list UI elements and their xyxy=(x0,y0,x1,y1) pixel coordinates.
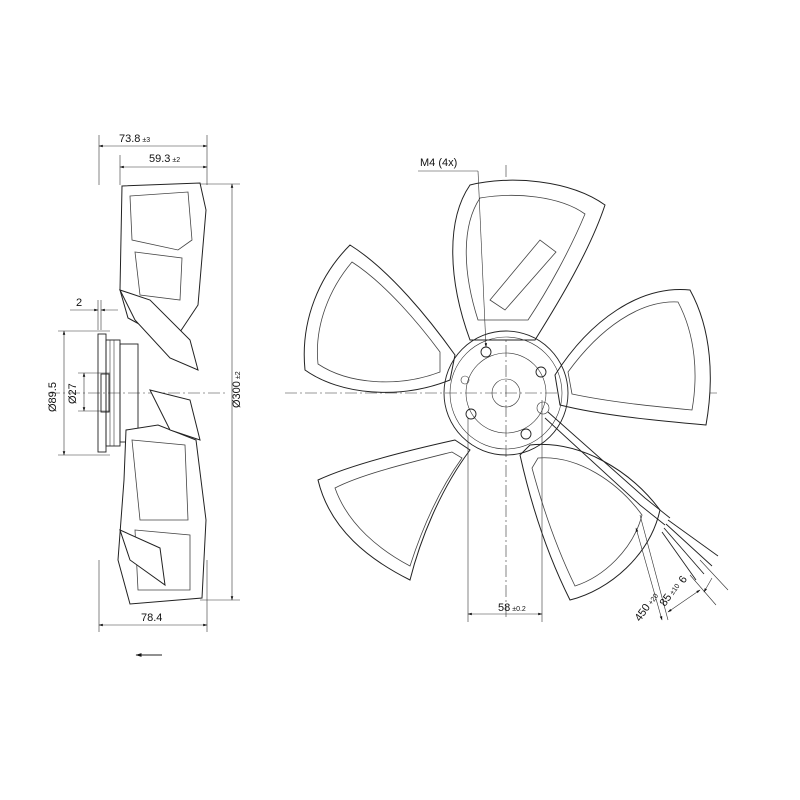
front-view: 6 85±10 450+20 M4 (4x) 58±0.2 xyxy=(285,157,729,624)
dim-diameter: Ø300±2 xyxy=(231,371,243,408)
dim-offset: 2 xyxy=(76,297,82,309)
dim-screws: M4 (4x) xyxy=(420,157,457,169)
side-view: 73.8±3 59.3±2 Ø300±2 Ø89.5 Ø27 2 78.4 xyxy=(47,133,243,657)
dim-wire-strip: 6 xyxy=(677,574,690,586)
fan-blades xyxy=(303,179,711,601)
dim-cable-length: 450+20 xyxy=(633,590,661,623)
dim-blade-depth: 59.3±2 xyxy=(149,153,180,165)
dim-bottom-depth: 78.4 xyxy=(141,612,162,624)
dim-hub-outer: Ø89.5 xyxy=(47,382,59,412)
dim-hub-inner: Ø27 xyxy=(67,383,79,404)
dim-bolt-distance: 58±0.2 xyxy=(498,602,526,614)
dim-overall-depth: 73.8±3 xyxy=(119,133,150,145)
